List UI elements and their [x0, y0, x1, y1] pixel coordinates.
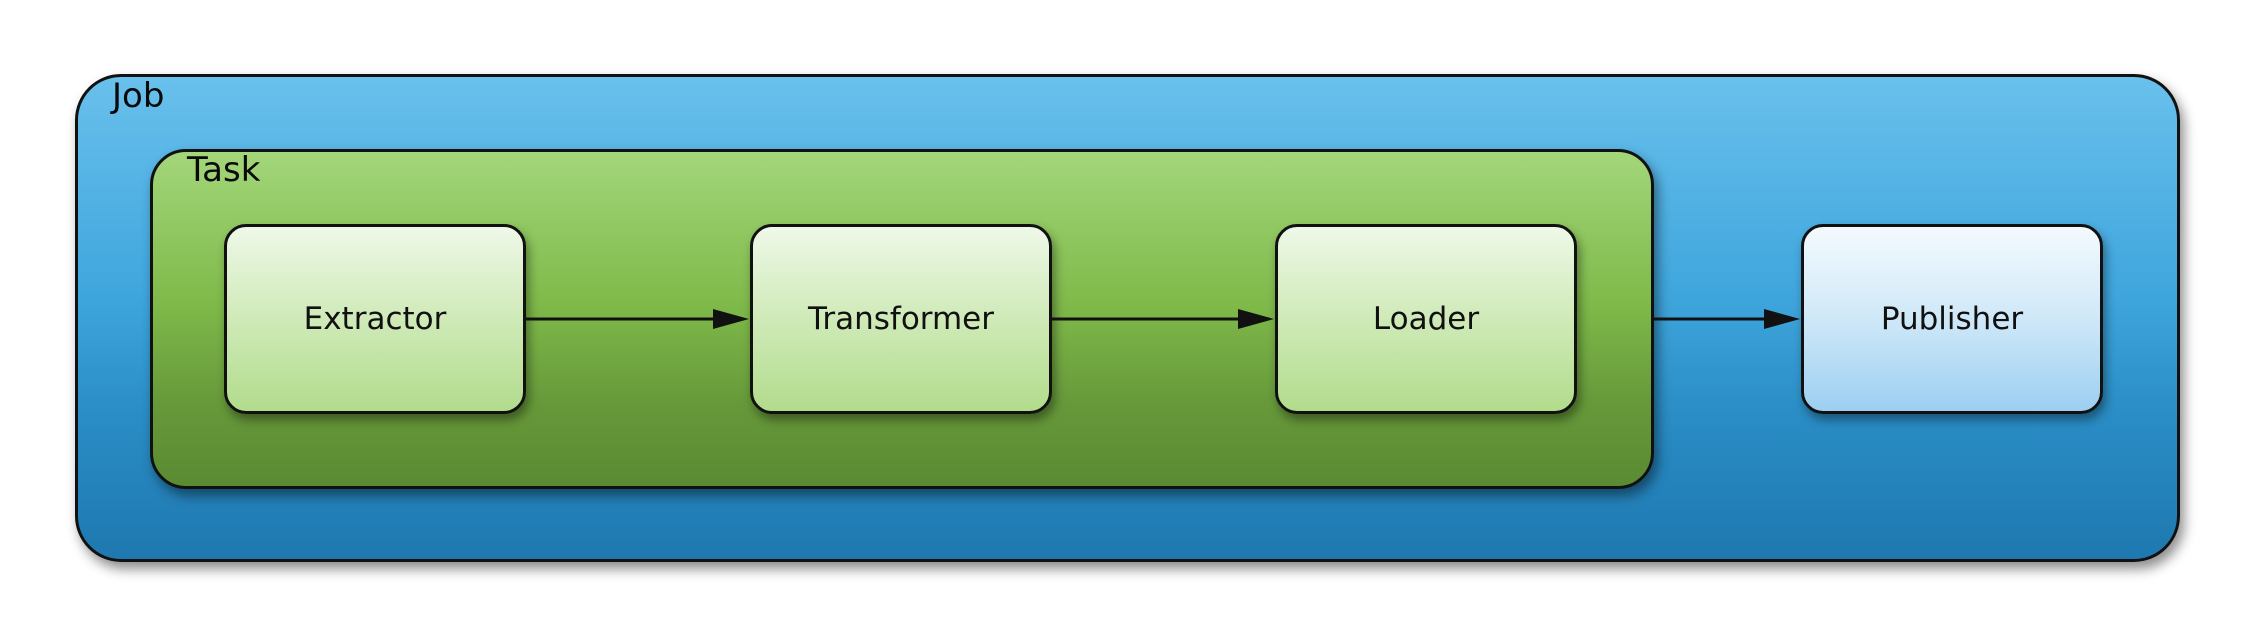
publisher-node[interactable]: Publisher: [1801, 224, 2103, 414]
transformer-node[interactable]: Transformer: [750, 224, 1052, 414]
publisher-label: Publisher: [1880, 301, 2024, 337]
job-label: Job: [112, 76, 165, 116]
loader-node[interactable]: Loader: [1275, 224, 1577, 414]
extractor-label: Extractor: [303, 301, 447, 337]
extractor-node[interactable]: Extractor: [224, 224, 526, 414]
transformer-label: Transformer: [807, 301, 994, 337]
task-label: Task: [187, 150, 261, 190]
loader-label: Loader: [1372, 301, 1480, 337]
